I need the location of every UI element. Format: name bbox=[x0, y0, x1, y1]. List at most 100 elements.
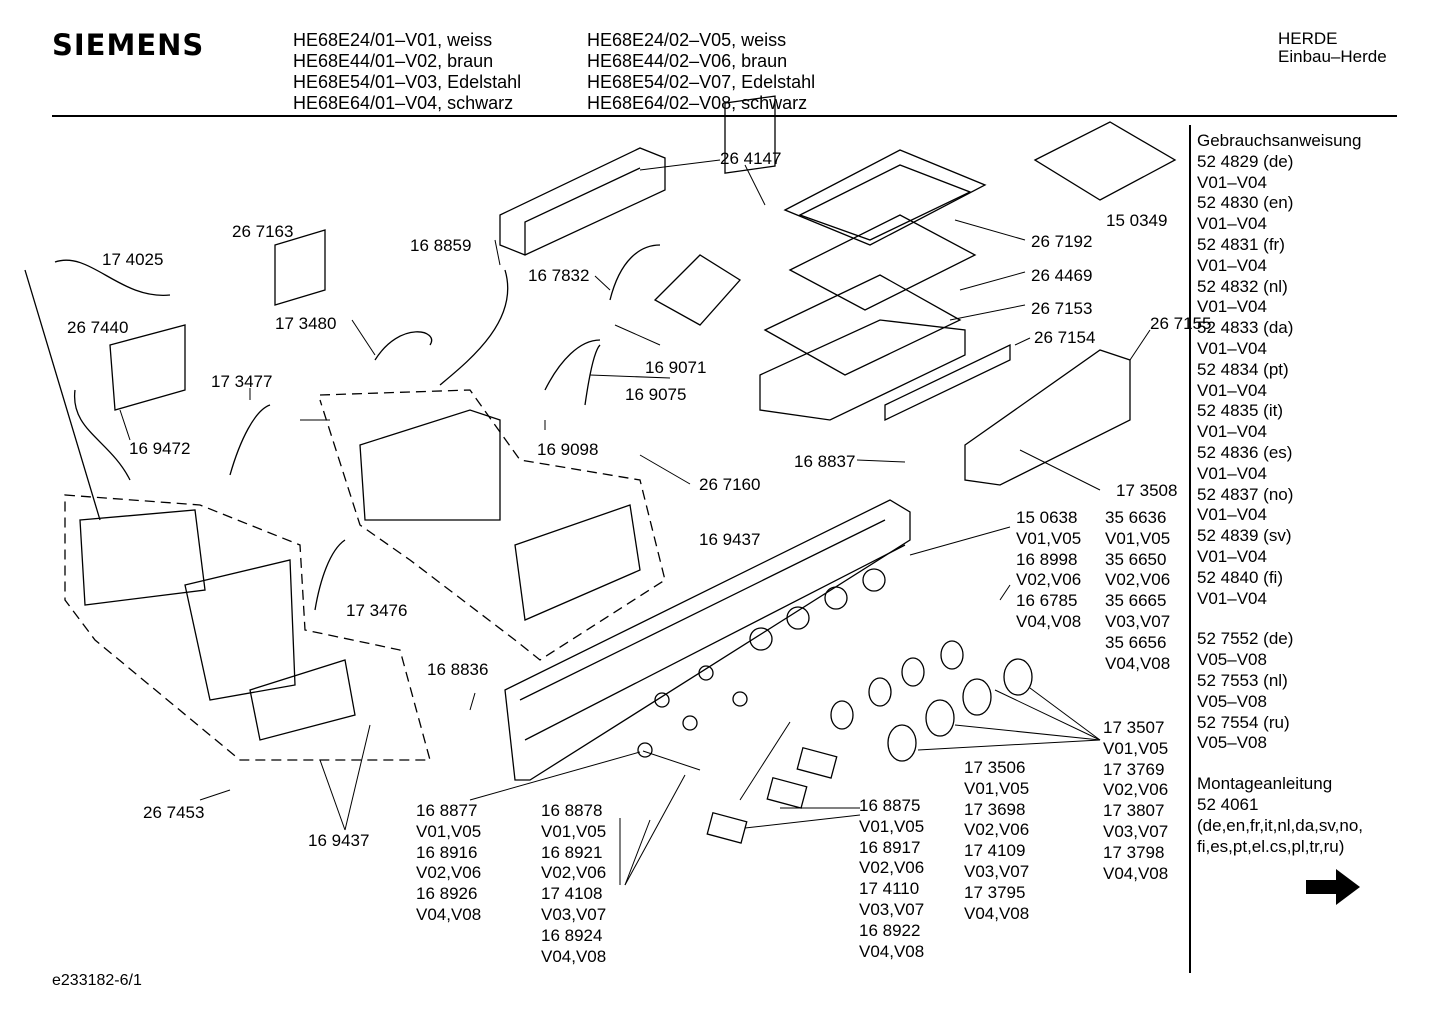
manual-item: 52 4832 (nl) bbox=[1197, 276, 1288, 296]
circuit-boards-part bbox=[24, 229, 326, 521]
part-label-267155: 26 7155 bbox=[1150, 314, 1212, 333]
part-label-267163: 26 7163 bbox=[232, 222, 294, 241]
manual-item: 52 7554 (ru) bbox=[1197, 712, 1290, 732]
part-entry: 16 8916 bbox=[416, 842, 478, 862]
part-label-167832: 16 7832 bbox=[528, 266, 590, 285]
part-label-169098: 16 9098 bbox=[537, 440, 599, 459]
part-entry: 35 6636 bbox=[1105, 508, 1167, 527]
part-entry: V01,V05 bbox=[1105, 528, 1171, 548]
part-entry: 16 8875 bbox=[859, 796, 921, 815]
manual-item: 52 4830 (en) bbox=[1197, 193, 1294, 213]
part-entry: 16 8926 bbox=[416, 884, 478, 904]
part-group-168878: 16 8878 V01,V05 16 8921 V02,V06 17 4108 … bbox=[541, 801, 606, 967]
manual-item: V01–V04 bbox=[1197, 172, 1267, 192]
manual-item: V05–V08 bbox=[1197, 733, 1267, 753]
manual-item: 52 4836 (es) bbox=[1197, 442, 1293, 462]
manual-item: V05–V08 bbox=[1197, 691, 1267, 711]
part-group-168875: 16 8875 V01,V05 16 8917 V02,V06 17 4110 … bbox=[859, 796, 924, 962]
part-entry: 15 0638 bbox=[1016, 508, 1078, 527]
part-entry: V02,V06 bbox=[964, 820, 1030, 840]
part-entry: V01,V05 bbox=[1103, 738, 1169, 758]
part-entry: V02,V06 bbox=[859, 858, 925, 878]
part-entry: 16 8921 bbox=[541, 842, 603, 862]
part-entry: V03,V07 bbox=[1103, 821, 1169, 841]
model-entry: HE68E44/02–V06, braun bbox=[587, 51, 788, 71]
brand-logo: SIEMENS bbox=[52, 28, 205, 62]
part-entry: 35 6650 bbox=[1105, 549, 1167, 569]
manual-item: 52 4831 (fr) bbox=[1197, 234, 1285, 254]
socket-module-part bbox=[249, 659, 356, 741]
part-entry: 16 8877 bbox=[416, 801, 478, 820]
part-entry: V04,V08 bbox=[416, 904, 482, 924]
part-label-169071: 16 9071 bbox=[645, 358, 707, 377]
hardware-bag-part bbox=[1033, 121, 1177, 201]
manual-item: 52 7552 (de) bbox=[1197, 629, 1294, 649]
part-entry: V03,V07 bbox=[1105, 611, 1171, 631]
part-entry: 17 4108 bbox=[541, 884, 603, 904]
part-entry: V04,V08 bbox=[1016, 611, 1082, 631]
manual-item: V01–V04 bbox=[1197, 338, 1267, 358]
manual-item: 52 4834 (pt) bbox=[1197, 359, 1289, 379]
right-arrow-icon[interactable] bbox=[1306, 867, 1362, 907]
manual-item: V01–V04 bbox=[1197, 505, 1267, 525]
part-entry: V04,V08 bbox=[1103, 863, 1169, 883]
part-label-173480: 17 3480 bbox=[275, 314, 337, 333]
part-entry: V03,V07 bbox=[859, 899, 925, 919]
part-entry: 16 8922 bbox=[859, 920, 921, 940]
part-entry: 17 3798 bbox=[1103, 842, 1165, 862]
model-list-2: HE68E24/02–V05, weiss HE68E44/02–V06, br… bbox=[587, 30, 815, 114]
housing-frames-part bbox=[759, 149, 1131, 486]
part-entry: V04,V08 bbox=[859, 941, 925, 961]
part-group-150638: 15 0638 V01,V05 16 8998 V02,V06 16 6785 … bbox=[1016, 508, 1081, 633]
switch-module-part-2 bbox=[514, 504, 641, 621]
manual-item: V01–V04 bbox=[1197, 463, 1267, 483]
manual-item: V05–V08 bbox=[1197, 650, 1267, 670]
part-entry: 35 6665 bbox=[1105, 591, 1167, 611]
part-label-173477: 17 3477 bbox=[211, 372, 273, 391]
model-entry: HE68E54/01–V03, Edelstahl bbox=[293, 72, 522, 92]
part-label-169437-lower: 16 9437 bbox=[308, 831, 370, 850]
cable-harness-part bbox=[54, 244, 661, 611]
part-entry: 16 8917 bbox=[859, 837, 921, 857]
category-subtitle: Einbau–Herde bbox=[1278, 47, 1387, 66]
part-label-267440: 26 7440 bbox=[67, 318, 129, 337]
appliance-category: HERDE Einbau–Herde bbox=[1278, 30, 1387, 66]
part-entry: V01,V05 bbox=[541, 821, 607, 841]
part-label-264469: 26 4469 bbox=[1031, 266, 1093, 285]
manual-item: V01–V04 bbox=[1197, 588, 1267, 608]
leader-lines bbox=[119, 159, 1151, 886]
part-entry: V02,V06 bbox=[416, 863, 482, 883]
model-entry: HE68E64/01–V04, schwarz bbox=[293, 93, 514, 113]
category-title: HERDE bbox=[1278, 29, 1338, 48]
model-entry: HE68E24/02–V05, weiss bbox=[587, 30, 787, 50]
part-label-173508: 17 3508 bbox=[1116, 481, 1178, 500]
switch-module-part bbox=[359, 409, 501, 521]
part-group-168877: 16 8877 V01,V05 16 8916 V02,V06 16 8926 … bbox=[416, 801, 481, 926]
part-label-168837: 16 8837 bbox=[794, 452, 856, 471]
part-label-264147: 26 4147 bbox=[720, 149, 782, 168]
manual-item: V01–V04 bbox=[1197, 546, 1267, 566]
part-entry: 16 8924 bbox=[541, 925, 603, 945]
part-label-267453: 26 7453 bbox=[143, 803, 205, 822]
relay-module-part bbox=[79, 509, 206, 606]
model-entry: HE68E64/02–V08, schwarz bbox=[587, 93, 808, 113]
install-item: 52 4061 bbox=[1197, 794, 1259, 814]
part-entry: V03,V07 bbox=[964, 861, 1030, 881]
part-entry: 17 3507 bbox=[1103, 718, 1165, 737]
manual-item: 52 4829 (de) bbox=[1197, 151, 1294, 171]
part-label-267154: 26 7154 bbox=[1034, 328, 1096, 347]
part-entry: V04,V08 bbox=[1105, 653, 1171, 673]
part-label-168836: 16 8836 bbox=[427, 660, 489, 679]
manual-item: 52 7553 (nl) bbox=[1197, 670, 1288, 690]
drawing-id: e233182-6/1 bbox=[52, 972, 142, 989]
install-title: Montageanleitung bbox=[1197, 774, 1333, 794]
documentation-sidebar: Gebrauchsanweisung 52 4829 (de) V01–V04 … bbox=[1197, 131, 1363, 857]
part-entry: V01,V05 bbox=[416, 821, 482, 841]
knob-rings-part bbox=[830, 640, 1033, 762]
group-outline-267160 bbox=[319, 389, 666, 661]
part-entry: V01,V05 bbox=[964, 778, 1030, 798]
part-entry: V02,V06 bbox=[1016, 570, 1082, 590]
part-entry: 16 6785 bbox=[1016, 591, 1078, 611]
manual-item: 52 4835 (it) bbox=[1197, 401, 1283, 421]
manual-item: V01–V04 bbox=[1197, 422, 1267, 442]
